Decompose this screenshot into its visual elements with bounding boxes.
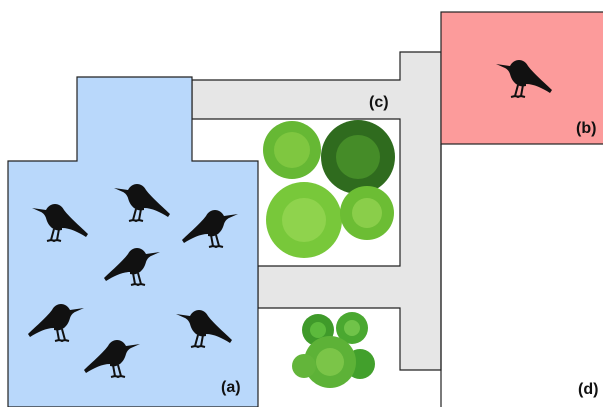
shrub-group-c <box>263 120 395 258</box>
label-region-b: (b) <box>576 120 597 137</box>
region-b <box>440 11 603 145</box>
label-region-c: (c) <box>369 94 389 111</box>
corridor <box>191 51 442 371</box>
shrub-icon <box>292 354 316 378</box>
label-region-d: (d) <box>578 381 599 398</box>
label-region-a: (a) <box>221 379 241 396</box>
shrub-group-d <box>292 312 375 388</box>
region-a <box>7 76 259 407</box>
